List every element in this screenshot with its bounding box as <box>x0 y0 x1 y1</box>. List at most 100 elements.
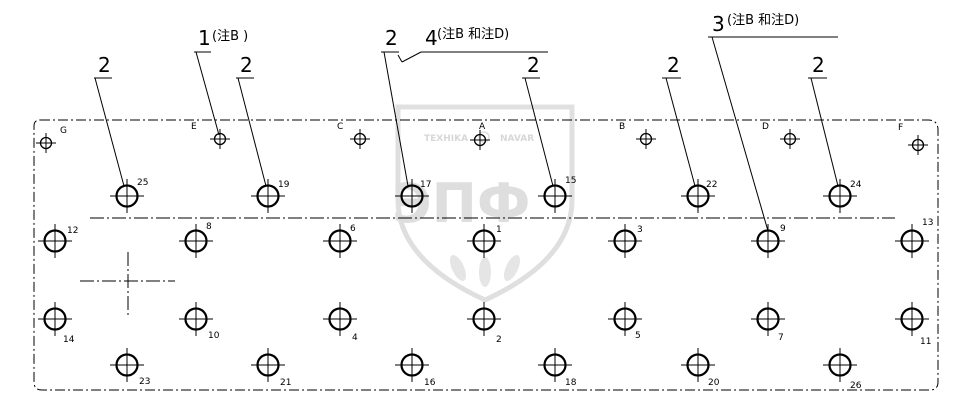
dowel-hole-D: D <box>762 122 800 149</box>
callout-leader <box>383 51 409 187</box>
bolt-label: 16 <box>424 378 436 388</box>
callout-note: (注B ) <box>212 29 248 44</box>
bolt-label: 19 <box>278 180 290 190</box>
bolt-hole-26: 26 <box>823 348 862 391</box>
callout-c-b: 2 <box>527 53 540 77</box>
dowel-label: E <box>191 122 197 132</box>
callout-number: 2 <box>240 53 253 77</box>
bolt-hole-21: 21 <box>251 348 291 388</box>
leader-lines <box>94 36 839 232</box>
dowel-label: B <box>619 122 625 132</box>
watermark-top-left: TEXHIKA <box>424 134 468 144</box>
bolt-label: 10 <box>208 331 220 341</box>
callout-c-e2: 2 <box>240 53 253 77</box>
dowel-hole-G: G <box>36 126 67 153</box>
bolt-hole-14: 14 <box>38 302 75 345</box>
bolt-label: 23 <box>139 377 150 387</box>
callout-note: (注B 和注D) <box>437 27 509 42</box>
watermark-shield <box>395 104 575 303</box>
callout-number: 1 <box>198 26 211 50</box>
callout-number: 2 <box>527 53 540 77</box>
bolt-hole-15: 15 <box>538 176 576 213</box>
bolt-hole-1: 1 <box>467 224 502 258</box>
bolt-hole-25: 25 <box>110 178 148 213</box>
bolt-hole-23: 23 <box>110 348 150 387</box>
bolt-label: 4 <box>352 333 358 343</box>
bolt-label: 25 <box>137 178 148 188</box>
dowel-hole-C: C <box>337 122 370 149</box>
bolt-hole-12: 12 <box>38 224 78 258</box>
watermark-emblem <box>478 131 490 143</box>
callout-number: 2 <box>667 53 680 77</box>
datum-cross <box>80 252 175 316</box>
callout-leader <box>237 77 267 187</box>
bolt-hole-19: 19 <box>251 179 290 213</box>
callout-c-d: 3(注B 和注D) <box>712 12 799 36</box>
bolt-hole-11: 11 <box>895 302 931 347</box>
callout-note: (注B 和注D) <box>727 13 799 28</box>
callout-leader <box>401 51 422 63</box>
callout-c-f: 2 <box>812 53 825 77</box>
bolt-hole-20: 20 <box>681 348 720 388</box>
bolt-hole-9: 9 <box>751 224 786 258</box>
bolt-label: 20 <box>708 378 720 388</box>
bolt-hole-17: 17 <box>395 179 431 213</box>
bolt-hole-4: 4 <box>323 302 358 343</box>
watermark-top-right: NAVAR <box>500 134 534 144</box>
callout-leader <box>94 77 125 187</box>
bolt-label: 13 <box>922 218 933 228</box>
callout-c-b2: 2 <box>667 53 680 77</box>
dowel-label: C <box>337 122 343 132</box>
bolt-label: 11 <box>920 337 931 347</box>
bolt-label: 8 <box>206 222 212 232</box>
bolt-label: 14 <box>63 335 75 345</box>
bolt-label: 5 <box>635 331 641 341</box>
dowel-hole-E: E <box>191 122 230 149</box>
bolt-hole-16: 16 <box>395 348 436 388</box>
bolt-label: 26 <box>850 381 862 391</box>
bolt-label: 9 <box>780 224 786 234</box>
bolt-label: 18 <box>565 378 577 388</box>
callout-c-g: 2 <box>98 53 111 77</box>
dowel-label: G <box>60 126 67 136</box>
watermark-wheat <box>449 255 521 287</box>
callout-leader <box>524 77 554 187</box>
bolt-hole-22: 22 <box>681 179 717 213</box>
bolt-hole-8: 8 <box>179 222 213 258</box>
callout-number: 4 <box>425 26 438 50</box>
bolt-hole-7: 7 <box>751 302 785 343</box>
bolt-hole-5: 5 <box>608 302 642 341</box>
callout-number: 2 <box>98 53 111 77</box>
callout-leader <box>195 51 220 136</box>
callout-c-mid4: 4(注B 和注D) <box>425 26 509 50</box>
bolt-label: 24 <box>850 180 862 190</box>
callout-number: 3 <box>712 12 725 36</box>
callout-c-mid2: 2 <box>385 26 398 50</box>
bolt-label: 15 <box>565 176 576 186</box>
bolt-hole-3: 3 <box>608 224 643 258</box>
bolt-label: 6 <box>350 224 356 234</box>
bolt-label: 21 <box>280 378 291 388</box>
callout-leader <box>711 36 769 232</box>
bolt-label: 1 <box>496 225 502 235</box>
bolt-label: 17 <box>420 180 431 190</box>
dowel-hole-A: A <box>470 122 490 150</box>
dowel-label: F <box>898 123 903 133</box>
bolt-hole-2: 2 <box>467 302 502 345</box>
bolt-hole-6: 6 <box>323 224 357 258</box>
bolt-label: 2 <box>496 335 502 345</box>
dowel-label: A <box>479 122 486 132</box>
dowel-label: D <box>762 122 769 132</box>
bolt-label: 3 <box>637 225 643 235</box>
bolt-hole-13: 13 <box>895 218 933 258</box>
dowel-hole-B: B <box>619 122 656 149</box>
callout-leader-branch <box>397 54 403 63</box>
bolt-label: 12 <box>67 226 78 236</box>
callout-c-e: 1(注B ) <box>198 26 248 50</box>
callout-number: 2 <box>385 26 398 50</box>
bolt-hole-24: 24 <box>823 179 862 213</box>
